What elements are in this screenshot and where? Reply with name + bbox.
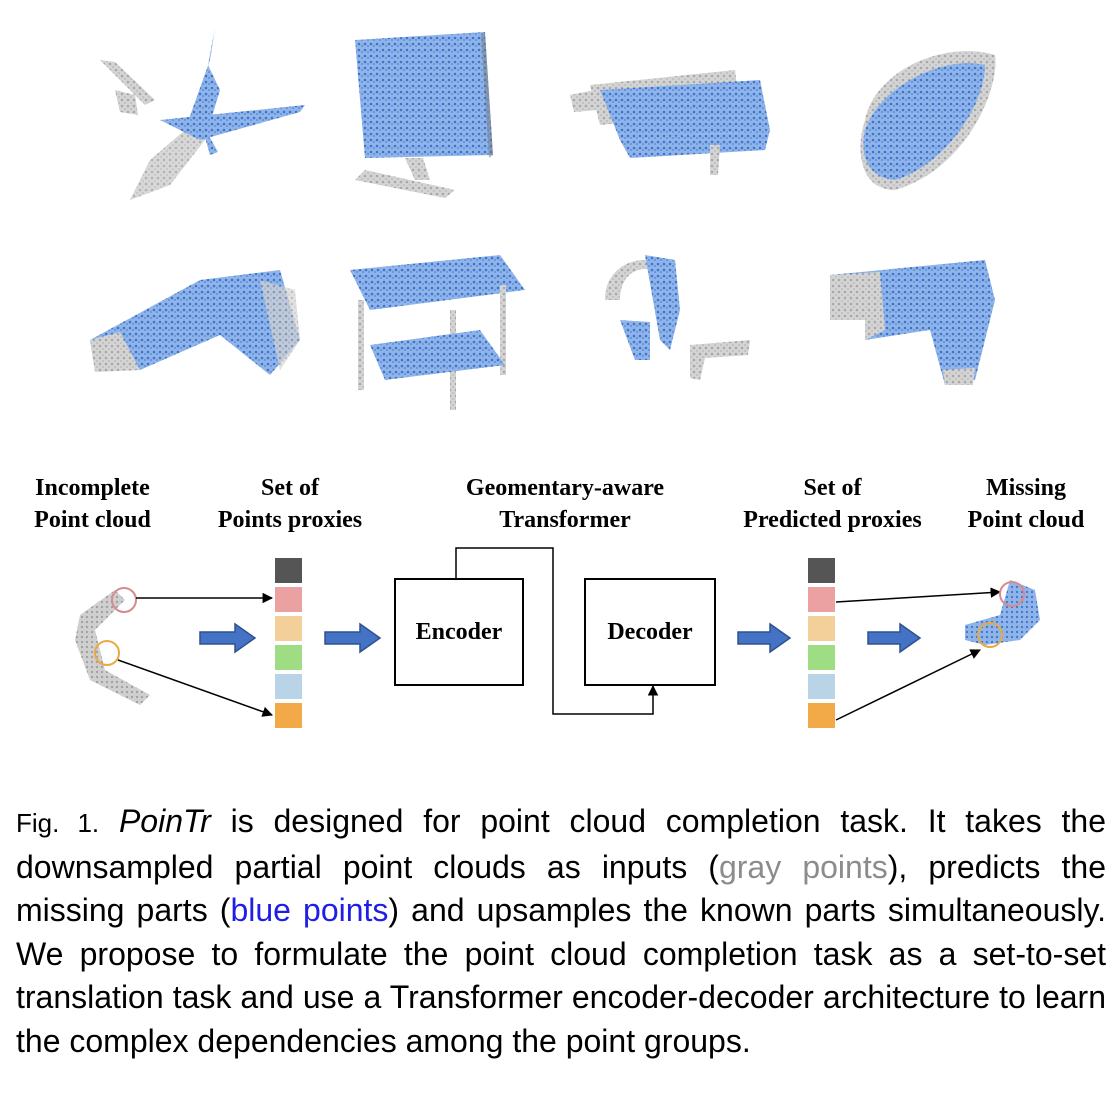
caption-fig-label: Fig. 1. — [16, 808, 100, 838]
figure-caption: Fig. 1. PoinTr is designed for point clo… — [16, 800, 1106, 1063]
airplane-point-cloud — [90, 20, 310, 210]
label-points-proxies: Set of Points proxies — [217, 475, 363, 533]
block-arrow-2 — [324, 622, 382, 654]
point-cloud-gallery — [0, 0, 1120, 430]
predicted-proxies-stack — [808, 558, 835, 732]
proxy-cell — [275, 703, 302, 728]
label-incomplete-point-cloud: Incomplete Point cloud — [34, 475, 151, 533]
proxy-cell — [808, 703, 835, 728]
proxy-cell — [808, 674, 835, 699]
caption-blue-points: blue points — [230, 892, 389, 928]
proxy-cell — [808, 558, 835, 583]
block-arrow-3 — [737, 622, 792, 654]
caption-text-2: ), predicts the missing parts ( — [16, 848, 1107, 929]
proxy-cell — [275, 587, 302, 612]
gun-point-cloud — [825, 260, 1005, 390]
table-point-cloud — [340, 250, 530, 415]
missing-cloud-red-circle — [999, 581, 1025, 607]
proxy-cell — [808, 587, 835, 612]
caption-model-name: PoinTr — [118, 803, 211, 839]
caption-gray-points: gray points — [718, 848, 888, 885]
label-transformer: Geomentary-aware Transformer — [465, 475, 665, 533]
incomplete-cloud-red-circle — [111, 587, 137, 613]
missing-cloud-orange-circle — [977, 622, 1003, 648]
proxy-cell — [275, 645, 302, 670]
proxy-cell — [808, 645, 835, 670]
proxy-cell — [275, 674, 302, 699]
block-arrow-1 — [199, 622, 257, 654]
sofa-point-cloud — [560, 50, 780, 180]
label-missing-point-cloud: Missing Point cloud — [967, 475, 1085, 533]
incomplete-cloud-orange-circle — [94, 640, 120, 666]
caption-text-3: ) and upsamples the known parts simultan… — [16, 892, 1107, 1059]
pipeline-connectors — [75, 547, 1040, 721]
encoder-block: Encoder — [394, 578, 524, 686]
label-predicted-proxies: Set of Predicted proxies — [743, 475, 922, 533]
missing-point-cloud-sketch — [965, 580, 1040, 645]
incomplete-point-cloud-sketch — [75, 590, 150, 705]
monitor-point-cloud — [345, 30, 500, 200]
points-proxies-stack — [275, 558, 302, 732]
faucet-point-cloud — [590, 250, 770, 390]
block-arrow-4 — [867, 622, 922, 654]
proxy-cell — [808, 616, 835, 641]
decoder-label: Decoder — [607, 618, 693, 645]
proxy-cell — [275, 558, 302, 583]
encoder-label: Encoder — [415, 618, 503, 645]
boot-point-cloud — [80, 260, 310, 390]
caption-text-1: is designed for point cloud completion t… — [16, 803, 1107, 885]
pipeline-diagram: Incomplete Point cloud Set of Points pro… — [0, 470, 1120, 750]
rounded-object-point-cloud — [835, 30, 1005, 200]
decoder-block: Decoder — [584, 578, 716, 686]
proxy-cell — [275, 616, 302, 641]
